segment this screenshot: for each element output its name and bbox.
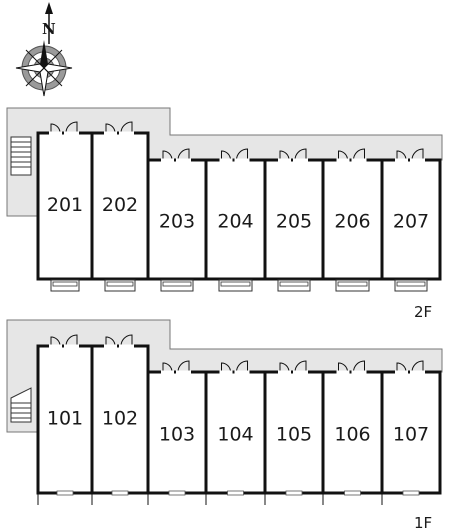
door-icon	[395, 360, 425, 374]
room-207: 207	[380, 148, 442, 292]
balcony	[160, 279, 194, 292]
window-mark	[168, 490, 186, 496]
room-number-label: 203	[159, 211, 195, 233]
room-outline	[321, 370, 384, 495]
room-107: 107	[380, 360, 442, 505]
room-103: 103	[146, 360, 208, 505]
room-number-label: 207	[393, 211, 429, 233]
room-outline	[204, 158, 267, 281]
balcony	[394, 279, 428, 292]
room-203: 203	[146, 148, 208, 292]
window-mark	[402, 490, 420, 496]
room-number-label: 205	[276, 211, 312, 233]
window-mark	[56, 490, 74, 496]
door-icon	[278, 360, 308, 374]
room-202: 202	[90, 121, 150, 292]
room-201: 201	[36, 121, 94, 292]
door-icon	[104, 121, 134, 135]
room-number-label: 101	[47, 408, 83, 430]
balcony	[277, 279, 311, 292]
window-mark	[344, 490, 361, 496]
room-number-label: 106	[334, 424, 370, 446]
room-101: 101	[36, 334, 94, 505]
door-icon	[104, 334, 134, 348]
room-205: 205	[263, 148, 325, 292]
rooms-2f: 201 202 203 204 205 206 207	[36, 121, 442, 292]
room-104: 104	[204, 360, 267, 505]
room-outline	[263, 158, 325, 281]
door-icon	[49, 334, 79, 348]
compass: N	[15, 2, 73, 97]
floor-label-2f: 2F	[414, 303, 432, 321]
room-206: 206	[321, 148, 384, 292]
room-number-label: 204	[217, 211, 253, 233]
door-icon	[161, 360, 191, 374]
balcony	[104, 279, 136, 292]
floor-label-1f: 1F	[414, 514, 432, 530]
room-105: 105	[263, 360, 325, 505]
room-number-label: 107	[393, 424, 429, 446]
door-icon	[395, 148, 425, 162]
compass-rose-icon	[15, 2, 73, 97]
room-outline	[36, 131, 94, 281]
room-number-label: 105	[276, 424, 312, 446]
room-204: 204	[204, 148, 267, 292]
staircase-2f	[10, 136, 32, 176]
room-102: 102	[90, 334, 150, 505]
window-mark	[111, 490, 129, 496]
room-number-label: 201	[47, 194, 83, 216]
door-icon	[278, 148, 308, 162]
room-outline	[380, 158, 442, 281]
door-icon	[161, 148, 191, 162]
room-106: 106	[321, 360, 384, 505]
floor-2f: 201 202 203 204 205 206 207 2F	[6, 107, 443, 321]
window-mark	[285, 490, 303, 496]
floor-1f: 101 102 103 104 105 106 107 1F	[6, 319, 443, 530]
room-number-label: 206	[334, 211, 370, 233]
window-mark	[227, 490, 244, 496]
door-icon	[336, 148, 367, 162]
door-icon	[336, 360, 367, 374]
rooms-1f: 101 102 103 104 105 106 107	[36, 334, 442, 505]
room-number-label: 102	[102, 408, 138, 430]
room-number-label: 104	[217, 424, 253, 446]
room-number-label: 202	[102, 194, 138, 216]
balcony	[218, 279, 253, 292]
staircase-1f	[10, 387, 32, 423]
room-number-label: 103	[159, 424, 195, 446]
room-outline	[380, 370, 442, 495]
balcony	[335, 279, 370, 292]
door-icon	[49, 121, 79, 135]
door-icon	[219, 148, 250, 162]
door-icon	[219, 360, 250, 374]
balcony	[50, 279, 80, 292]
